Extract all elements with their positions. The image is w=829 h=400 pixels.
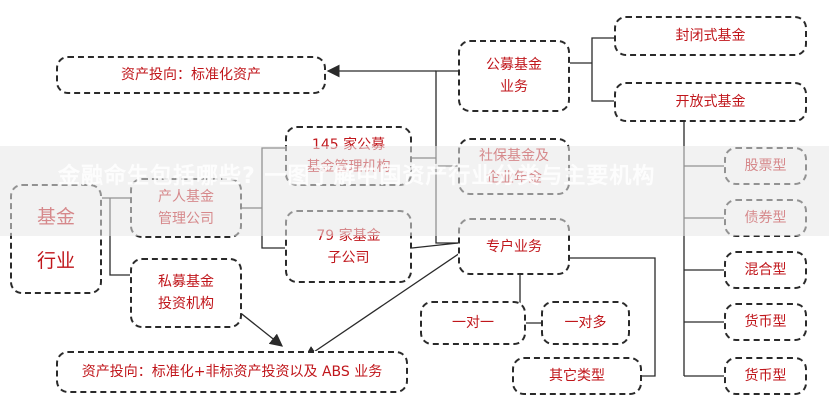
special-business-label: 专户业务	[486, 238, 542, 255]
social-security-label: 社保基金及 企业年金	[479, 147, 549, 186]
bond-type-label: 债券型	[744, 210, 787, 226]
special-business-box: 专户业务	[458, 218, 570, 275]
one-to-many-box: 一对多	[541, 301, 630, 345]
social-security-box: 社保基金及 企业年金	[458, 138, 570, 195]
bracket-public	[570, 37, 614, 102]
closed-fund-label: 封闭式基金	[675, 28, 746, 44]
one-to-one-box: 一对一	[420, 301, 526, 345]
one-to-one-label: 一对一	[452, 315, 494, 331]
public-orgs-label: 145 家公募 基金管理机构	[306, 137, 391, 175]
bond-type-box: 债券型	[724, 199, 807, 237]
line-public-orgs	[412, 70, 458, 244]
bracket-industry	[102, 197, 130, 276]
mixed-type-box: 混合型	[724, 251, 807, 289]
private-fund-label: 私募基金 投资机构	[158, 274, 214, 312]
public-business-label: 公募基金 业务	[486, 57, 542, 95]
invest-standard-label: 资产投向：标准化资产	[121, 67, 261, 83]
subsidiaries-label: 79 家基金 子公司	[316, 227, 381, 266]
money-type-box: 货币型	[724, 303, 807, 341]
types-spine	[683, 101, 724, 377]
stock-type-label: 股票型	[744, 158, 787, 174]
closed-fund-box: 封闭式基金	[614, 16, 807, 56]
industry-label: 基金 行业	[36, 206, 75, 272]
money-type-2-box: 货币型	[724, 357, 807, 395]
open-fund-box: 开放式基金	[614, 82, 807, 122]
other-type-label: 其它类型	[549, 368, 605, 384]
one-to-many-label: 一对多	[564, 315, 607, 331]
public-orgs-box: 145 家公募 基金管理机构	[285, 126, 412, 186]
line-subsidiaries	[411, 242, 459, 249]
mgmt-company-box: 产人基金 管理公司	[130, 178, 242, 238]
private-fund-box: 私募基金 投资机构	[130, 258, 242, 328]
line-special-to-mixed	[303, 252, 461, 359]
invest-mixed-box: 资产投向：标准化+非标资产投资以及 ABS 业务	[56, 351, 408, 393]
invest-standard-box: 资产投向：标准化资产	[56, 56, 326, 94]
invest-mixed-label: 资产投向：标准化+非标资产投资以及 ABS 业务	[81, 364, 383, 380]
mgmt-company-label: 产人基金 管理公司	[158, 189, 214, 227]
mixed-type-label: 混合型	[744, 262, 787, 278]
bracket-mgmt	[242, 147, 285, 249]
open-fund-label: 开放式基金	[675, 94, 746, 110]
money-type-label: 货币型	[744, 314, 787, 330]
money-type-2-label: 货币型	[744, 368, 787, 384]
industry-box: 基金 行业	[10, 184, 102, 294]
subsidiaries-box: 79 家基金 子公司	[285, 210, 412, 283]
stock-type-box: 股票型	[724, 147, 807, 185]
public-business-box: 公募基金 业务	[458, 40, 570, 112]
other-type-box: 其它类型	[512, 357, 642, 395]
